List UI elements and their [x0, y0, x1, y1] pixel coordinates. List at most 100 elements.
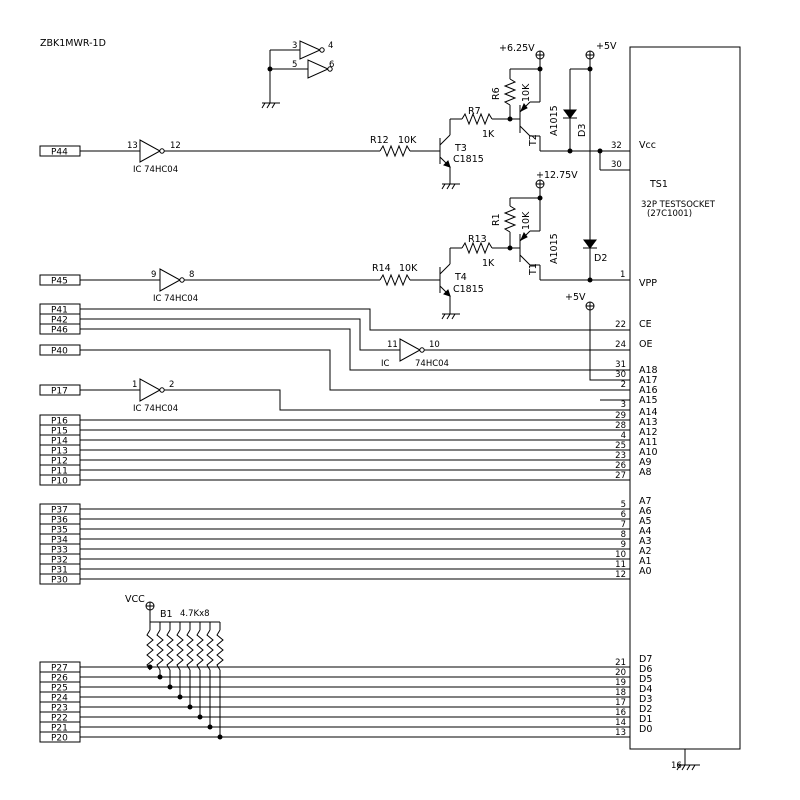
resistor-value: 10K — [521, 83, 532, 102]
port-connector: P20 — [39, 731, 81, 744]
socket-signal-name: A7 — [639, 496, 652, 507]
port-label: P26 — [51, 674, 68, 684]
port-label: P45 — [51, 277, 68, 287]
port-connector: P45 — [39, 274, 81, 287]
socket-pin-number: 16 — [615, 708, 626, 718]
port-label: P46 — [51, 326, 68, 336]
socket-pin-number: 5 — [621, 500, 626, 510]
socket-pin-number: 19 — [615, 678, 626, 688]
socket-signal-name: A15 — [639, 395, 658, 406]
port-label: P41 — [51, 306, 68, 316]
socket-pin-number: 1 — [620, 270, 625, 280]
resistor-icon — [196, 629, 204, 671]
pullup-network: VCC B1 4.7Kx8 — [125, 594, 220, 623]
junction-dot — [217, 734, 223, 740]
ic-label: IC 74HC04 — [153, 294, 198, 304]
resistor-icon — [206, 629, 214, 671]
diode-icon — [583, 239, 597, 249]
socket-part: (27C1001) — [647, 209, 692, 219]
transistor-ref: T4 — [454, 272, 467, 283]
socket-pin-number: 26 — [615, 461, 626, 471]
resistor-icon — [503, 78, 517, 106]
supply-label: VCC — [125, 594, 145, 605]
port-label: P25 — [51, 684, 68, 694]
pin-number: 8 — [189, 270, 194, 280]
port-box — [39, 384, 81, 396]
transistor-part: A1015 — [549, 105, 560, 136]
socket-pin-number: 8 — [621, 530, 626, 540]
port-label: P17 — [51, 387, 68, 397]
socket-signal-name: D7 — [639, 654, 652, 665]
socket-pin-number: 27 — [615, 471, 626, 481]
pin-number: 2 — [169, 380, 174, 390]
pin-number: 5 — [292, 60, 297, 70]
port-connector: P40 — [39, 344, 81, 357]
socket-signal-name: A3 — [639, 536, 652, 547]
resistor-icon — [461, 112, 493, 126]
resistor-network-ref: B1 — [160, 609, 173, 620]
port-label: P33 — [51, 546, 68, 556]
port-connector: P10 — [39, 474, 81, 487]
socket-signal-name: A11 — [639, 437, 658, 448]
socket-signal-name: Vcc — [639, 140, 656, 151]
inverter-icon — [307, 59, 330, 79]
port-label: P14 — [51, 437, 68, 447]
inverter-icon — [139, 378, 162, 402]
socket-signal-name: A10 — [639, 447, 658, 458]
port-label: P40 — [51, 347, 68, 357]
socket-pin-number: 32 — [611, 141, 622, 151]
resistor-icon — [461, 241, 493, 255]
port-connector: P44 — [39, 145, 81, 158]
gnd-pin-number: 16 — [671, 761, 682, 771]
socket-signal-name: A16 — [639, 385, 658, 396]
socket-signal-name: A18 — [639, 365, 658, 376]
socket-signal-name: A0 — [639, 566, 652, 577]
socket-pin-number: 28 — [615, 421, 626, 431]
resistor-icon — [216, 629, 224, 671]
resistor-icon — [503, 205, 517, 233]
port-label: P10 — [51, 477, 68, 487]
resistor-icon — [146, 629, 154, 671]
port-label: P44 — [51, 148, 68, 158]
socket-pin-number: 30 — [615, 370, 626, 380]
pin-number: 6 — [329, 60, 334, 70]
socket-pin-number: 12 — [615, 570, 626, 580]
port-label: P37 — [51, 506, 68, 516]
socket-pin-number: 25 — [615, 441, 626, 451]
ic-label: IC 74HC04 — [133, 165, 178, 175]
socket-pin-number: 21 — [615, 658, 626, 668]
supply-label: +5V — [596, 41, 617, 52]
junction-dot — [207, 724, 213, 730]
socket-signal-name: A1 — [639, 556, 652, 567]
socket-pin-number: 14 — [615, 718, 626, 728]
junction-dot — [167, 684, 173, 690]
transistor-part: A1015 — [549, 233, 560, 264]
port-connector: P46 — [39, 323, 81, 336]
port-label: P21 — [51, 724, 68, 734]
socket-signal-name: D0 — [639, 724, 652, 735]
pin-number: 10 — [429, 340, 440, 350]
port-label: P42 — [51, 316, 68, 326]
pin-number: 13 — [127, 141, 138, 151]
socket-pin-number: 22 — [615, 320, 626, 330]
pin-number: 1 — [132, 380, 137, 390]
socket-pin-number: 29 — [615, 411, 626, 421]
supply-label: +6.25V — [499, 43, 535, 54]
diode-ref: D2 — [594, 253, 607, 264]
port-label: P22 — [51, 714, 68, 724]
port-label: P36 — [51, 516, 68, 526]
unused-inverters: 3 4 5 6 — [261, 40, 334, 109]
resistor-ref: R7 — [468, 106, 481, 117]
junction-dot — [147, 664, 153, 670]
socket-signal-name: A14 — [639, 407, 658, 418]
resistor-icon — [379, 144, 411, 158]
socket-pin-number: 6 — [621, 510, 626, 520]
socket-signal-name: D2 — [639, 704, 652, 715]
supply-label: +12.75V — [536, 170, 578, 181]
socket-signal-name: D3 — [639, 694, 652, 705]
junction-dot — [157, 674, 163, 680]
port-label: P30 — [51, 576, 68, 586]
port-box — [39, 145, 81, 157]
junction-dot — [187, 704, 193, 710]
